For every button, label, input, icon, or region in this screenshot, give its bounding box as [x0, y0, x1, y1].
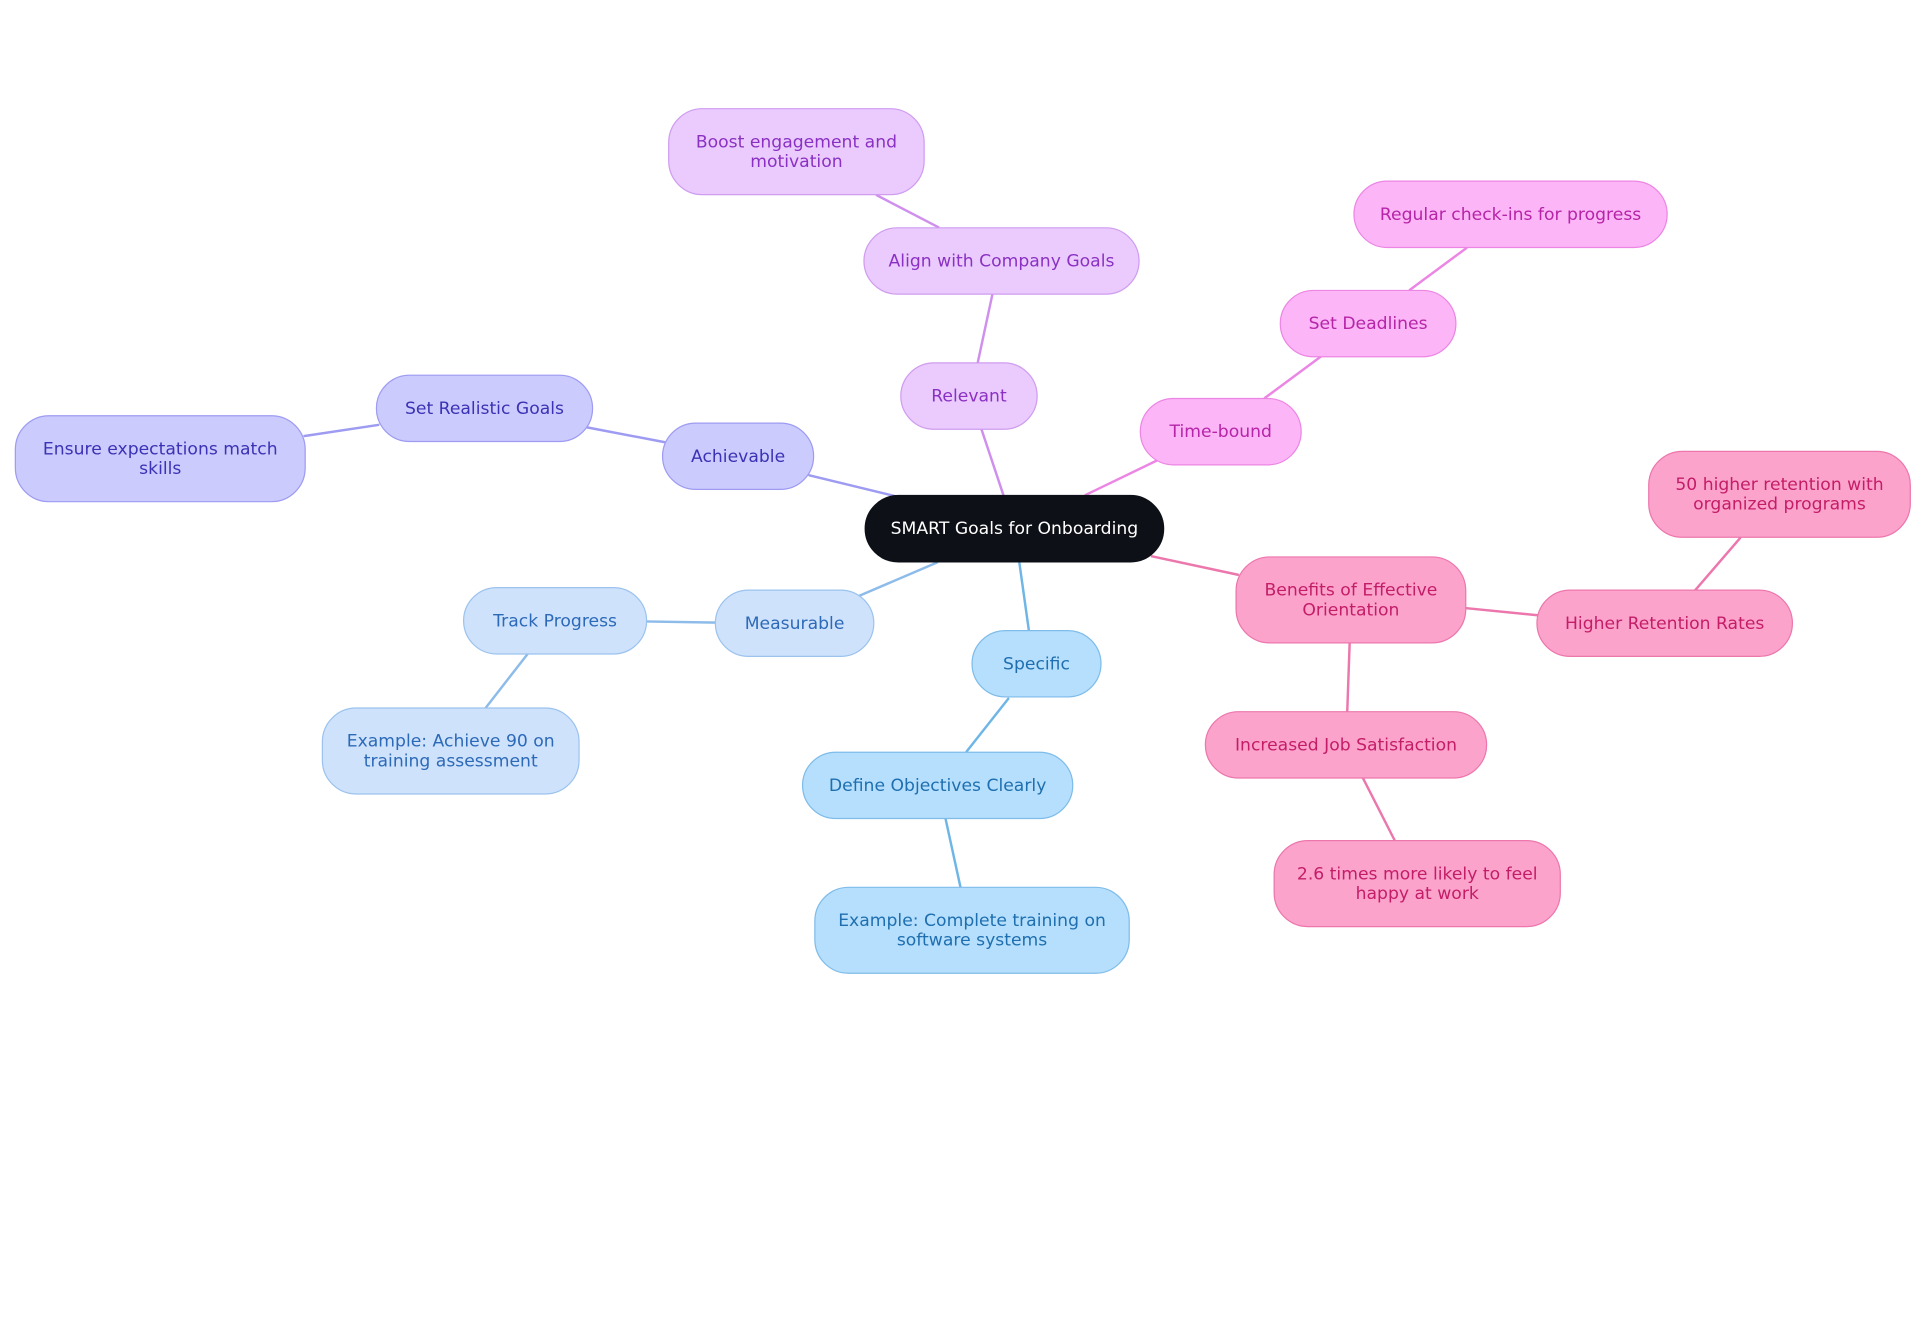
node-track-progress[interactable]: Track Progress: [462, 587, 648, 655]
node-specific[interactable]: Specific: [971, 630, 1102, 698]
node-set-deadlines[interactable]: Set Deadlines: [1279, 289, 1457, 358]
link-achievable-set-realistic: [585, 426, 666, 444]
node-happy-at-work[interactable]: 2.6 times more likely to feel happy at w…: [1273, 840, 1561, 928]
node-example-assessment[interactable]: Example: Achieve 90 on training assessme…: [321, 707, 580, 795]
node-benefits-orientation[interactable]: Benefits of Effective Orientation: [1235, 556, 1467, 644]
node-align-company-goals[interactable]: Align with Company Goals: [863, 227, 1140, 295]
link-root-specific: [1018, 561, 1031, 634]
link-root-benefits: [1150, 555, 1240, 576]
link-root-relevant: [980, 427, 1005, 497]
link-measurable-track: [643, 620, 719, 624]
link-time-deadlines: [1263, 354, 1323, 400]
link-align-boost: [875, 194, 940, 229]
link-define-example: [944, 817, 962, 888]
link-relevant-align: [976, 293, 994, 365]
link-root-measurable: [858, 561, 939, 597]
link-specific-define: [965, 697, 1010, 753]
node-achievable[interactable]: Achievable: [661, 422, 815, 491]
node-job-satisfaction[interactable]: Increased Job Satisfaction: [1204, 711, 1488, 779]
link-retention-50: [1693, 536, 1742, 592]
node-retention-50[interactable]: 50 higher retention with organized progr…: [1648, 450, 1911, 538]
link-track-example: [483, 652, 530, 710]
node-boost-engagement[interactable]: Boost engagement and motivation: [668, 108, 925, 196]
node-set-realistic-goals[interactable]: Set Realistic Goals: [375, 374, 594, 443]
link-deadlines-checkins: [1408, 246, 1468, 292]
link-root-time: [1084, 459, 1159, 497]
link-set-realistic-ensure: [303, 423, 380, 438]
link-benefits-satisfaction: [1345, 641, 1351, 714]
node-time-bound[interactable]: Time-bound: [1139, 397, 1302, 466]
node-higher-retention[interactable]: Higher Retention Rates: [1536, 589, 1794, 658]
node-regular-checkins[interactable]: Regular check-ins for progress: [1353, 180, 1668, 249]
connector-layer: [303, 194, 1742, 888]
node-measurable[interactable]: Measurable: [714, 589, 875, 658]
link-satisfaction-happy: [1361, 777, 1397, 843]
node-example-training[interactable]: Example: Complete training on software s…: [814, 886, 1130, 974]
node-define-objectives[interactable]: Define Objectives Clearly: [801, 751, 1074, 820]
node-relevant[interactable]: Relevant: [900, 362, 1038, 430]
root-node[interactable]: SMART Goals for Onboarding: [864, 494, 1165, 563]
link-root-achievable: [808, 474, 897, 498]
node-ensure-expectations[interactable]: Ensure expectations match skills: [14, 415, 306, 503]
link-benefits-retention: [1462, 606, 1539, 617]
